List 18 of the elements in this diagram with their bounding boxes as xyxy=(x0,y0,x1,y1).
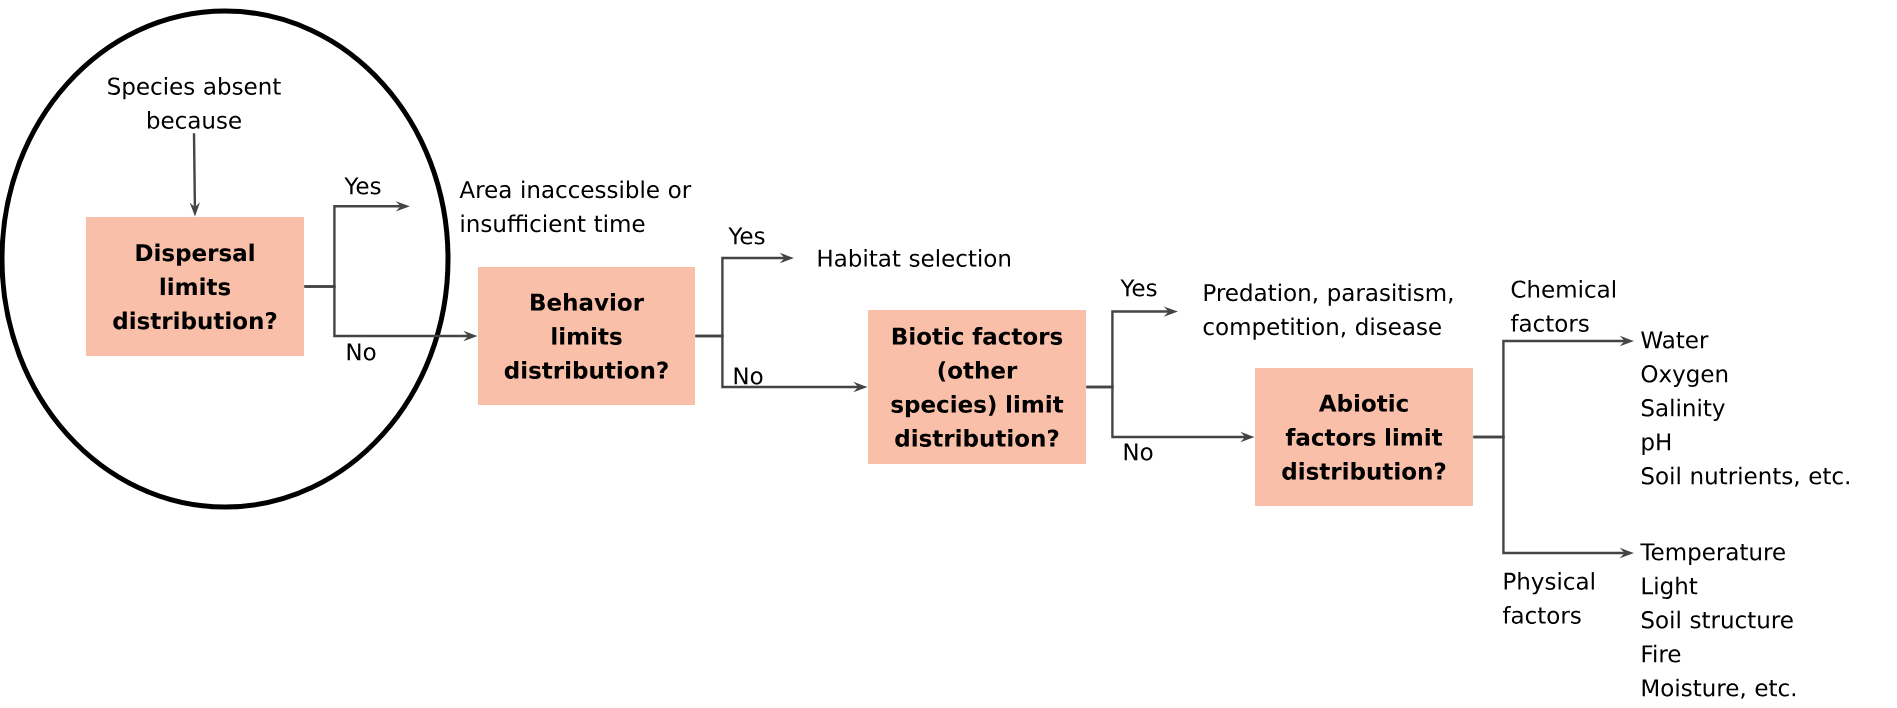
factor-list: Temperature Light Soil structure Fire Moisture, etc. xyxy=(1640,543,1795,699)
factor-list: Water Oxygen Salinity pH Soil nutrients, etc. xyxy=(1641,331,1849,487)
question-box: Abiotic factors limit distribution? xyxy=(1255,368,1473,506)
edge-label: No xyxy=(1124,443,1153,461)
edge-label: Yes xyxy=(728,227,765,245)
edge-label: Yes xyxy=(344,177,381,195)
edge-label: Physical factors xyxy=(1502,572,1594,624)
outcome-text: Predation, parasitism, competition, disease xyxy=(1203,283,1453,340)
question-box: Dispersal limits distribution? xyxy=(86,217,304,356)
edge-label: Yes xyxy=(1120,279,1157,297)
outcome-text: Habitat selection xyxy=(818,249,1010,267)
question-box: Biotic factors (other species) limit distribution? xyxy=(868,310,1086,464)
outcome-text: Area inaccessible or insufficient time xyxy=(459,180,692,233)
start-text: Species absent because xyxy=(108,77,281,129)
edge-label: Chemical factors xyxy=(1510,280,1615,332)
question-box: Behavior limits distribution? xyxy=(478,267,695,405)
edge-label: No xyxy=(347,343,376,361)
edge-label: No xyxy=(734,367,763,385)
